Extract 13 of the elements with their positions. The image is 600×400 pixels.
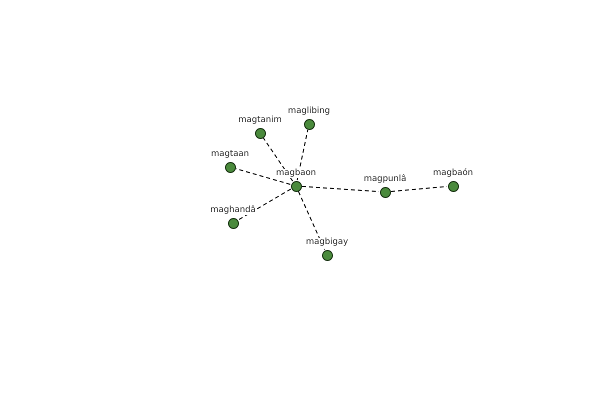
node-label: magbaón <box>432 168 474 178</box>
node-label: magtanim <box>237 116 283 125</box>
node-label: magpunlâ <box>362 174 408 184</box>
connector-line <box>390 186 448 192</box>
node-label: maglibing <box>286 106 332 116</box>
connector-line <box>296 129 308 181</box>
connector-line <box>298 190 326 250</box>
node-label: magbaon <box>274 168 318 178</box>
node-label: magtaan <box>210 150 250 159</box>
node-label: magbigay <box>304 238 350 247</box>
node-label: maghandâ <box>209 206 257 215</box>
connector-line <box>262 137 294 182</box>
connector-line <box>238 188 292 220</box>
